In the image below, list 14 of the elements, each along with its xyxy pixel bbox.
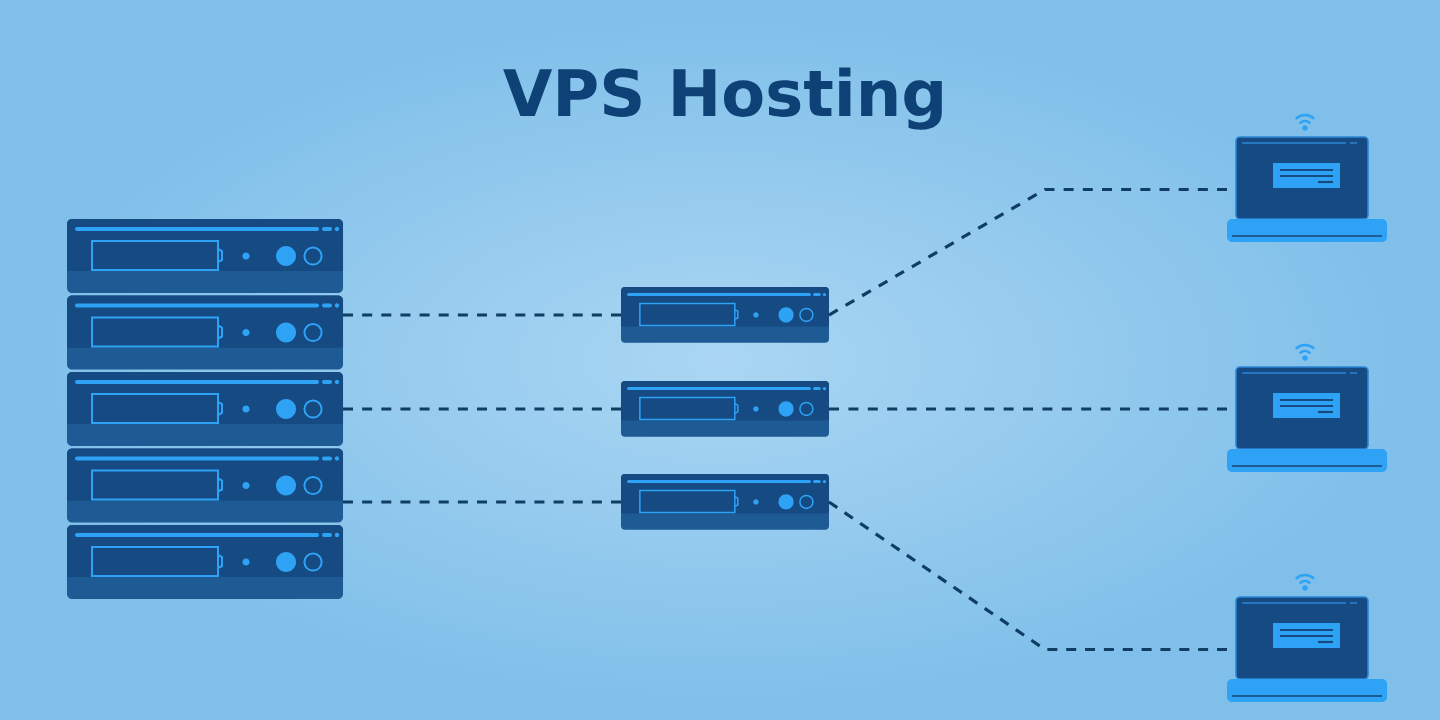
laptop xyxy=(1227,136,1387,242)
dashed-connector xyxy=(343,407,621,411)
dashed-connector xyxy=(343,313,621,317)
server xyxy=(621,474,829,530)
dashed-connector xyxy=(829,407,1227,411)
dashed-connector xyxy=(828,500,1227,652)
dashed-connector xyxy=(343,500,621,504)
title: VPS Hosting xyxy=(503,67,942,130)
dashed-connector xyxy=(828,187,1227,317)
server xyxy=(621,287,829,343)
laptop xyxy=(1227,366,1387,472)
server xyxy=(621,381,829,437)
server-rack xyxy=(67,219,343,599)
laptop xyxy=(1227,596,1387,702)
